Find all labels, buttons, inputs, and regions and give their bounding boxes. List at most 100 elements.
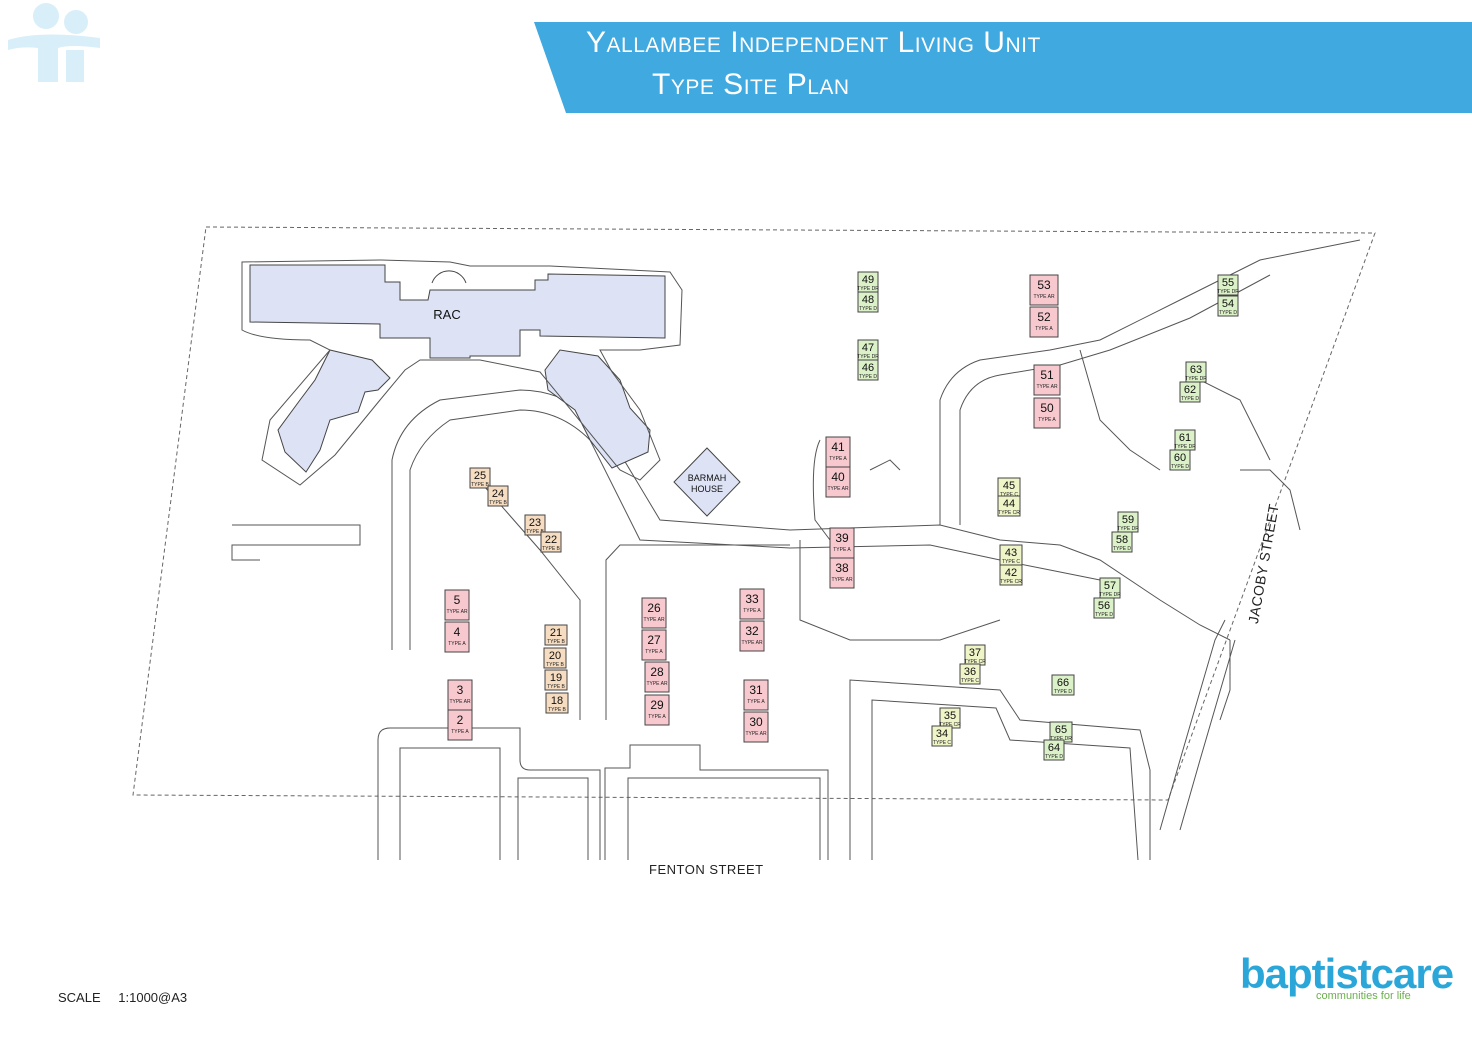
unit-type: TYPE D: [859, 306, 877, 312]
unit-box: [739, 620, 765, 652]
street-label-fenton: FENTON STREET: [649, 862, 764, 877]
unit-type: TYPE B: [547, 639, 565, 645]
unit-type: TYPE DR: [1217, 289, 1239, 295]
unit-number: 42: [1005, 567, 1017, 579]
unit-type: TYPE DR: [1099, 592, 1121, 598]
unit-number: 32: [745, 624, 759, 638]
unit-type: TYPE C: [1002, 559, 1020, 565]
unit-number: 56: [1098, 600, 1110, 612]
rac-label: RAC: [433, 307, 460, 322]
barmah-label-1: BARMAH: [688, 473, 727, 483]
unit-number: 49: [862, 274, 874, 286]
unit-type: TYPE A: [451, 729, 469, 735]
unit-box: [857, 291, 879, 313]
unit-box: [641, 597, 667, 629]
unit-type: TYPE A: [648, 714, 666, 720]
unit-type: TYPE A: [829, 456, 847, 462]
unit-box: [739, 588, 765, 620]
unit-number: 2: [457, 713, 464, 727]
unit-box: [444, 621, 470, 653]
unit-type: TYPE AR: [1033, 294, 1055, 300]
unit-type: TYPE DR: [857, 354, 879, 360]
unit-box: [1217, 295, 1239, 317]
unit-number: 58: [1116, 534, 1128, 546]
unit-number: 31: [749, 683, 763, 697]
unit-box: [829, 557, 855, 589]
people-icon: [8, 3, 100, 82]
barmah-house: [673, 447, 741, 517]
title-banner: Yallambee Independent Living Unit Type S…: [0, 0, 1472, 120]
banner-shape: [534, 22, 1472, 113]
brand-logo: baptistcare: [1240, 950, 1454, 997]
unit-box: [997, 495, 1021, 517]
unit-type: TYPE A: [645, 649, 663, 655]
unit-number: 34: [936, 728, 948, 740]
unit-box: [1093, 597, 1115, 619]
unit-number: 60: [1174, 452, 1186, 464]
unit-box: [1217, 274, 1239, 296]
unit-type: TYPE AR: [831, 577, 853, 583]
barmah-label-2: HOUSE: [691, 484, 723, 494]
unit-type: TYPE AR: [741, 640, 763, 646]
unit-number: 40: [831, 470, 845, 484]
unit-number: 47: [862, 342, 874, 354]
unit-type: TYPE B: [526, 529, 544, 535]
unit-number: 65: [1055, 724, 1067, 736]
unit-type: TYPE B: [547, 684, 565, 690]
unit-number: 45: [1003, 480, 1015, 492]
unit-type: TYPE A: [1038, 417, 1056, 423]
unit-type: TYPE A: [833, 547, 851, 553]
unit-box: [857, 359, 879, 381]
unit-type: TYPE A: [448, 641, 466, 647]
unit-type: TYPE D: [1095, 612, 1113, 618]
unit-type: TYPE D: [859, 374, 877, 380]
unit-type: TYPE C: [933, 740, 951, 746]
unit-number: 4: [454, 625, 461, 639]
unit-box: [1033, 397, 1061, 429]
unit-type: TYPE A: [747, 699, 765, 705]
scale-label: SCALE 1:1000@A3: [58, 990, 201, 1005]
unit-number: 36: [964, 666, 976, 678]
unit-box: [825, 436, 851, 468]
unit-box: [1051, 674, 1075, 696]
unit-number: 48: [862, 294, 874, 306]
unit-type: TYPE CR: [939, 722, 961, 728]
unit-number: 29: [650, 698, 664, 712]
unit-type: TYPE AR: [449, 699, 471, 705]
unit-number: 64: [1048, 742, 1060, 754]
unit-type: TYPE D: [1113, 546, 1131, 552]
unit-number: 25: [474, 470, 486, 482]
unit-box: [641, 629, 667, 661]
unit-number: 61: [1179, 432, 1191, 444]
unit-number: 46: [862, 362, 874, 374]
unit-type: TYPE B: [548, 707, 566, 713]
unit-type: TYPE DR: [1185, 376, 1207, 382]
unit-type: TYPE D: [1181, 396, 1199, 402]
unit-type: TYPE B: [546, 662, 564, 668]
unit-box: [469, 467, 491, 489]
unit-box: [644, 694, 670, 726]
